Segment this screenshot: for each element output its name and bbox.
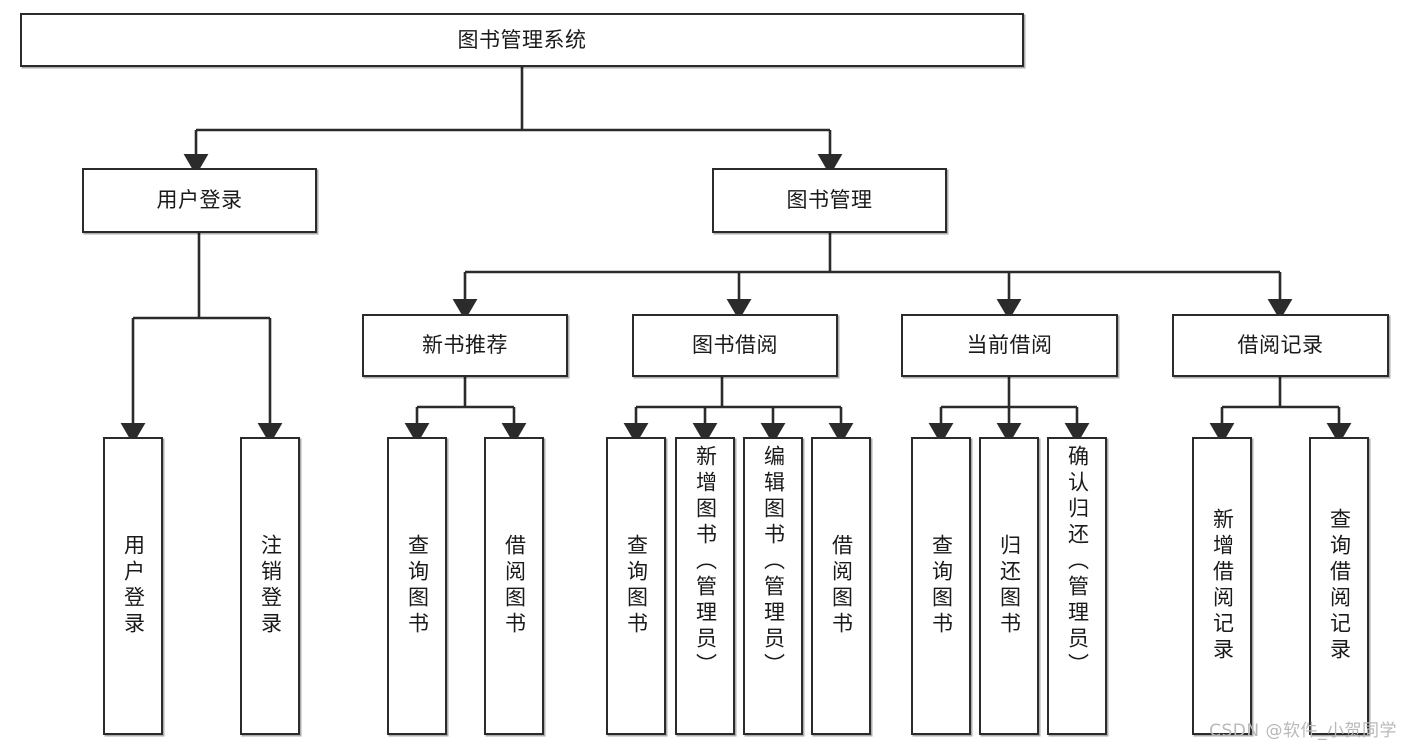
node-label: 借阅记录 (1237, 333, 1324, 358)
leaf-user-login[interactable]: 用户登录 (103, 437, 163, 735)
node-book-management[interactable]: 图书管理 (712, 168, 947, 233)
leaf-borrow-edit-book-admin[interactable]: 编辑图书（管理员） (743, 437, 803, 735)
leaf-current-confirm-return-admin[interactable]: 确认归还（管理员） (1047, 437, 1107, 735)
node-user-login[interactable]: 用户登录 (82, 168, 317, 233)
node-label: 用户登录 (121, 534, 146, 638)
leaf-user-logout[interactable]: 注销登录 (240, 437, 300, 735)
node-label: 当前借阅 (966, 333, 1053, 358)
node-label: 新增图书（管理员） (693, 445, 718, 679)
node-book-borrow[interactable]: 图书借阅 (632, 314, 838, 377)
node-label: 图书管理 (786, 188, 873, 213)
node-label: 借阅图书 (829, 534, 854, 638)
node-label: 图书借阅 (692, 333, 778, 358)
leaf-recommend-borrow-book[interactable]: 借阅图书 (484, 437, 544, 735)
leaf-current-query-book[interactable]: 查询图书 (911, 437, 971, 735)
node-label: 图书管理系统 (457, 27, 587, 52)
node-root-system[interactable]: 图书管理系统 (20, 13, 1024, 67)
node-label: 编辑图书（管理员） (761, 445, 786, 679)
leaf-recommend-query-book[interactable]: 查询图书 (387, 437, 447, 735)
node-borrow-record[interactable]: 借阅记录 (1172, 314, 1389, 377)
leaf-current-return-book[interactable]: 归还图书 (979, 437, 1039, 735)
node-label: 新增借阅记录 (1210, 508, 1235, 664)
node-label: 注销登录 (258, 534, 283, 638)
leaf-borrow-add-book-admin[interactable]: 新增图书（管理员） (675, 437, 735, 735)
node-new-book-recommend[interactable]: 新书推荐 (362, 314, 568, 377)
leaf-borrow-query-book[interactable]: 查询图书 (606, 437, 666, 735)
node-label: 查询图书 (405, 534, 430, 638)
node-label: 归还图书 (997, 534, 1022, 638)
leaf-record-query-record[interactable]: 查询借阅记录 (1309, 437, 1369, 735)
node-current-borrow[interactable]: 当前借阅 (901, 314, 1118, 377)
node-label: 查询图书 (929, 534, 954, 638)
csdn-watermark: CSDN @软件_小贺同学 (1209, 721, 1397, 741)
node-label: 查询图书 (624, 534, 649, 638)
node-label: 新书推荐 (422, 333, 508, 358)
node-label: 查询借阅记录 (1327, 508, 1352, 664)
node-label: 借阅图书 (502, 534, 527, 638)
node-label: 用户登录 (156, 188, 243, 213)
leaf-record-add-record[interactable]: 新增借阅记录 (1192, 437, 1252, 735)
node-label: 确认归还（管理员） (1065, 445, 1090, 679)
leaf-borrow-borrow-book[interactable]: 借阅图书 (811, 437, 871, 735)
